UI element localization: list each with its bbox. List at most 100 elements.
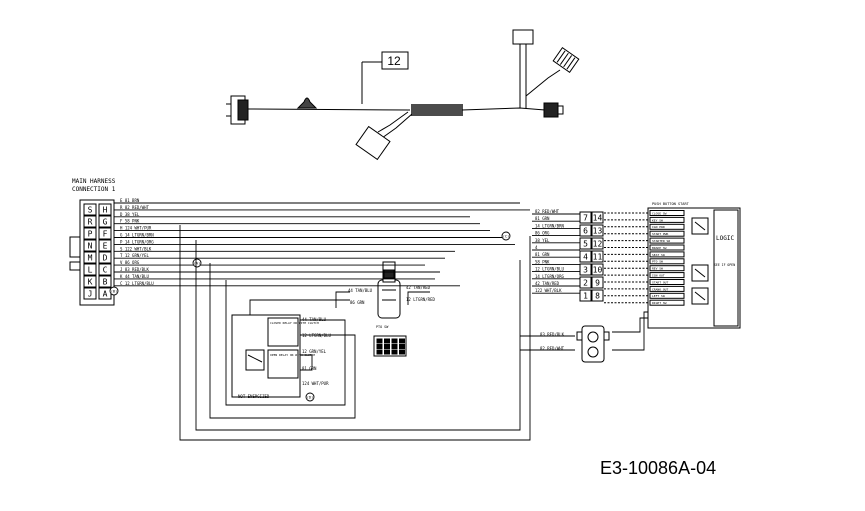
connector-cavity <box>83 287 97 300</box>
cavity-letter: N <box>88 242 93 251</box>
pin-number: 13 <box>593 227 603 236</box>
pin-cell <box>579 289 592 302</box>
harness-conduit <box>411 104 463 116</box>
pin-number: 11 <box>593 253 603 262</box>
module-pin-label: LEFT SW <box>652 294 665 298</box>
switch-wire-3: 86 GRN <box>350 300 365 305</box>
pin-cell <box>591 263 604 276</box>
pin-cell <box>579 237 592 250</box>
pin-number: 9 <box>595 279 600 288</box>
module-pin-box <box>649 216 685 223</box>
right-wire-label: 14 LTGRN/ORG <box>535 274 564 279</box>
left-wire-label: G 14 LTGRN/BRN <box>120 233 154 238</box>
reference-badge <box>109 286 119 296</box>
cavity-letter: R <box>88 218 93 227</box>
reference-badge-label: (C) <box>503 235 510 239</box>
pin-number: 14 <box>593 214 603 223</box>
pto-switch <box>373 261 407 357</box>
plug-connector <box>576 325 610 363</box>
switch-pin <box>391 338 398 344</box>
module-pin-label: REV SW <box>652 267 663 271</box>
connector-cavity <box>98 203 112 216</box>
left-wire-label: E 81 BRN <box>120 198 140 203</box>
switch-pin <box>384 338 390 344</box>
circuit-wire <box>249 299 350 315</box>
right-wire-label: 14 LTGRN/BRN <box>535 223 564 228</box>
left-wire-label: C 12 LTGRN/BLU <box>120 281 154 286</box>
pin-cell <box>591 211 604 224</box>
module-pin-label: KEY SW <box>652 218 663 222</box>
right-wire-label: 12 LTGRN/BLU <box>535 267 564 272</box>
module-relay <box>691 287 709 305</box>
switch-wire-2: 42 TAN/RED <box>406 285 431 290</box>
pto-switch-label: PTO SW <box>376 325 389 329</box>
module-relay <box>691 217 709 235</box>
right-wire-label: 122 WHT/BLK <box>535 288 562 293</box>
switch-pin <box>376 349 383 355</box>
switch-pin <box>376 344 383 349</box>
relay-2-label: OPEN RELAY OR WITH CLUTCH <box>270 353 315 357</box>
left-wire-label: R 82 RED/WHT <box>120 205 149 210</box>
connector-cavity <box>98 239 112 252</box>
left-wire-label: V 86 ORG <box>120 260 140 265</box>
module-pin-box <box>649 272 685 279</box>
cavity-letter: L <box>88 266 93 275</box>
reference-badge <box>192 258 202 268</box>
pin-cell <box>579 224 592 237</box>
right-wire-label: 4 <box>535 245 538 250</box>
cavity-letter: E <box>103 242 108 251</box>
connector-cavity <box>83 215 97 228</box>
plug-wire-1: 83 RED/BLK <box>540 332 565 337</box>
module-pin-label: CRANK OUT <box>652 287 668 291</box>
left-wire-label: J 83 RED/BLK <box>120 267 149 272</box>
module-pin-box <box>649 285 685 292</box>
relay-wire-2: 12 LTGRN/BLU <box>302 333 331 338</box>
circuit-wire <box>209 263 356 419</box>
pin-cell <box>591 276 604 289</box>
connector-cavity <box>83 239 97 252</box>
cavity-letter: H <box>103 206 108 215</box>
not-energized-label: NOT ENERGIZED <box>238 394 270 399</box>
reference-badge-label: (A) <box>194 262 201 266</box>
connector-cavity <box>98 275 112 288</box>
pin-connector-14 <box>579 211 604 302</box>
switch-pin <box>399 338 405 344</box>
connector-cavity <box>98 263 112 276</box>
relay-wire-1: 44 TAN/BLU <box>302 317 327 322</box>
circuit-wire <box>225 280 346 406</box>
pin-cell <box>591 224 604 237</box>
right-wire-label: 86 ORG <box>535 231 550 236</box>
connector-cavity <box>83 227 97 240</box>
pin-number: 12 <box>593 240 603 249</box>
circuit-wire <box>612 311 648 351</box>
module-pin-box <box>649 299 685 306</box>
cavity-letter: P <box>88 230 93 239</box>
pin-cell <box>579 263 592 276</box>
module-pin-label: SEAT SW <box>652 253 665 257</box>
module-pin-label: START OUT <box>652 280 668 284</box>
switch-pin <box>399 344 405 349</box>
pin-number: 4 <box>583 253 588 262</box>
switch-wire-1: 44 TAN/BLU <box>348 288 373 293</box>
relay-box <box>231 314 301 398</box>
module-title: PUSH BUTTON START <box>652 202 690 206</box>
connector-cavity <box>98 251 112 264</box>
pin-number: 7 <box>583 214 588 223</box>
pin-cell <box>591 289 604 302</box>
switch-pin <box>399 349 405 355</box>
module-pin-label: PTO SW <box>652 260 663 264</box>
module-relay <box>691 264 709 282</box>
reference-badge-label: (B) <box>111 290 118 294</box>
connector-cavity <box>98 215 112 228</box>
cavity-letter: A <box>103 290 108 299</box>
module-note: SEE IF OPEN <box>714 263 735 267</box>
pin-cell <box>579 211 592 224</box>
module-pin-label: IGN PWR <box>652 225 665 229</box>
module-pin-box <box>649 279 685 285</box>
switch-pin-block <box>373 335 407 357</box>
switch-pin <box>376 338 383 344</box>
module-pin-box <box>649 210 685 216</box>
pin-number: 2 <box>583 279 588 288</box>
switch-wire-4: 12 LTGRN/RED <box>406 297 435 302</box>
